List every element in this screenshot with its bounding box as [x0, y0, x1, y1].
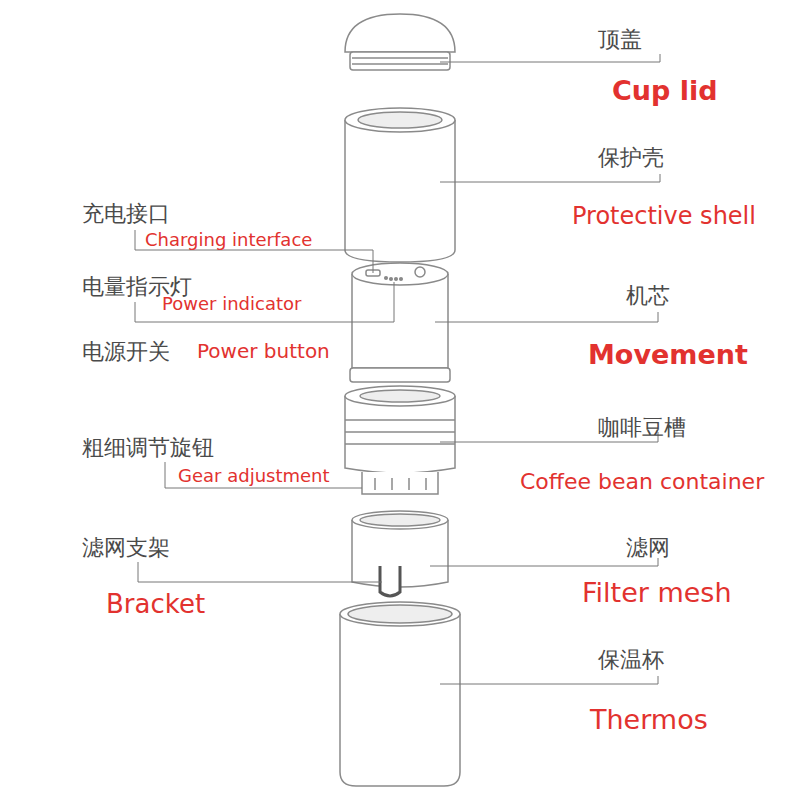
part-label-en: Thermos — [590, 705, 708, 735]
part-label-en: Filter mesh — [582, 578, 732, 608]
power-button — [415, 267, 425, 277]
leader-line — [435, 312, 658, 322]
knob-rib — [391, 478, 393, 490]
part-label-cn: 机芯 — [626, 284, 670, 308]
part-label-en: Power indicator — [162, 294, 301, 314]
indicator-dot — [395, 278, 398, 281]
filter-opening — [360, 514, 440, 526]
lid-thread — [350, 52, 450, 70]
thread-line — [345, 419, 455, 421]
part-label-en: Coffee bean container — [520, 470, 764, 494]
movement-body — [352, 274, 448, 368]
bean-container-opening — [360, 390, 440, 402]
movement-top — [352, 263, 448, 285]
leader-line — [440, 174, 660, 182]
leader-line — [165, 462, 362, 488]
part-label-cn: 保温杯 — [598, 648, 664, 672]
shell-body — [345, 120, 455, 262]
part-label-en: Gear adjustment — [178, 466, 330, 486]
indicator-dot — [385, 277, 388, 280]
leader-line — [135, 230, 373, 273]
indicator-dot — [400, 278, 403, 281]
indicator-dot — [390, 278, 393, 281]
part-label-cn: 充电接口 — [82, 202, 170, 226]
thread-line — [345, 431, 455, 433]
filter-top — [352, 511, 448, 529]
part-label-cn: 粗细调节旋钮 — [82, 436, 214, 460]
part-label-en: Bracket — [106, 590, 205, 619]
lid-thread-line — [352, 57, 448, 59]
gear-knob — [362, 472, 438, 494]
shell-opening — [358, 112, 442, 128]
part-label-en: Movement — [588, 340, 748, 370]
part-label-cn: 咖啡豆槽 — [598, 416, 686, 440]
bean-container-top — [345, 386, 455, 406]
thermos-opening — [348, 605, 452, 623]
part-label-cn: 顶盖 — [598, 28, 642, 52]
movement-ring — [350, 368, 450, 382]
part-label-cn: 电源开关 — [82, 340, 170, 364]
knob-rib — [425, 478, 427, 490]
part-label-cn: 保护壳 — [598, 146, 664, 170]
part-label-en: Charging interface — [145, 230, 312, 250]
shell-top — [345, 108, 455, 132]
knob-rib — [408, 478, 410, 490]
part-label-en: Power button — [197, 340, 330, 362]
thermos-top — [340, 602, 460, 626]
leader-line — [430, 558, 658, 566]
bean-container-body — [345, 396, 455, 473]
bracket-clip — [380, 566, 400, 596]
leader-line — [440, 676, 658, 684]
lid-dome — [345, 14, 455, 52]
thread-line — [345, 443, 455, 445]
knob-rib — [374, 478, 376, 490]
leader-line — [138, 562, 382, 582]
part-label-en: Protective shell — [572, 203, 756, 229]
part-label-en: Cup lid — [612, 76, 718, 106]
thermos-body — [340, 614, 460, 786]
part-label-cn: 滤网支架 — [82, 536, 170, 560]
leader-line — [440, 54, 660, 62]
part-label-cn: 滤网 — [626, 536, 670, 560]
lid-thread-line — [352, 63, 448, 65]
